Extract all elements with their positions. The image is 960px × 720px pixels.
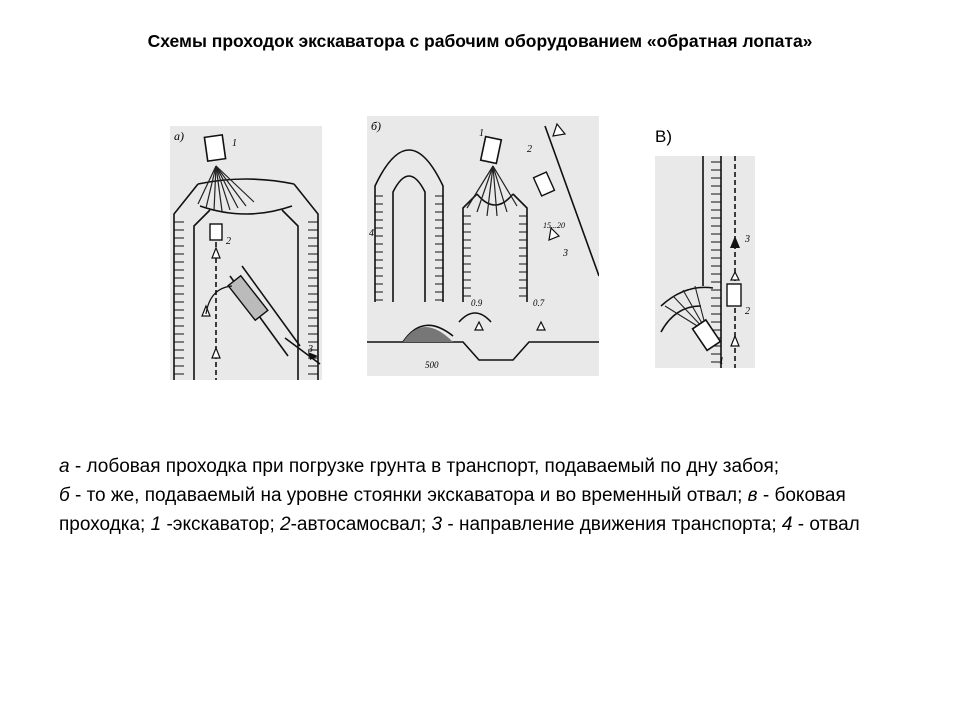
caption-text-b: - то же, подаваемый на уровне стоянки эк… — [69, 485, 748, 506]
caption-text-4: - отвал — [792, 514, 860, 535]
slide-title: Схемы проходок экскаватора с рабочим обо… — [147, 31, 813, 51]
caption-letter-a: а — [59, 456, 70, 477]
fig-b-label-4: 4 — [369, 228, 374, 239]
figure-a-frontal-pass: а) 1 2 3 — [170, 126, 322, 380]
fig-b-label-3: 3 — [562, 248, 568, 259]
fig-b-label-07: 0.7 — [533, 298, 545, 308]
fig-a-label-3: 3 — [307, 344, 313, 355]
fig-b-label-09: 0.9 — [471, 298, 483, 308]
caption-letter-c: в — [747, 485, 758, 506]
caption-text-2: -автосамосвал; — [290, 514, 432, 535]
caption-num-2: 2 — [280, 514, 291, 535]
figure-caption: а - лобовая проходка при погрузке грунта… — [59, 452, 909, 539]
fig-b-label-2: 2 — [527, 144, 532, 155]
caption-text-c: - боковая проходка; — [59, 485, 846, 535]
caption-num-1: 1 — [150, 514, 162, 535]
caption-text-3: - направление движения транспорта; — [442, 514, 782, 535]
fig-a-letter: а) — [174, 129, 184, 143]
caption-num-4: 4 — [781, 514, 793, 535]
caption-text-1: -экскаватор; — [161, 514, 281, 535]
fig-c-label-2: 2 — [745, 306, 750, 317]
fig-c-label-3: 3 — [744, 234, 750, 245]
figure-c-side-pass: 3 2 1 — [655, 156, 755, 368]
caption-num-3: 3 — [431, 514, 443, 535]
caption-text-a: - лобовая проходка при погрузке грунта в… — [69, 456, 780, 477]
fig-b-label-1: 1 — [479, 128, 484, 139]
fig-b-label-15-20: 15...20 — [543, 221, 565, 230]
fig-b-label-500: 500 — [425, 360, 439, 370]
fig-c-label-1: 1 — [719, 356, 724, 367]
fig-a-label-2: 2 — [226, 236, 231, 247]
fig-b-letter: б) — [371, 119, 381, 133]
fig-c-letter: В) — [655, 127, 672, 146]
fig-a-label-1: 1 — [232, 138, 237, 149]
figure-b-frontal-pass-upper-level: б) 1 2 3 4 0.9 0.7 500 15...20 — [367, 116, 599, 376]
caption-letter-b: б — [59, 485, 70, 506]
